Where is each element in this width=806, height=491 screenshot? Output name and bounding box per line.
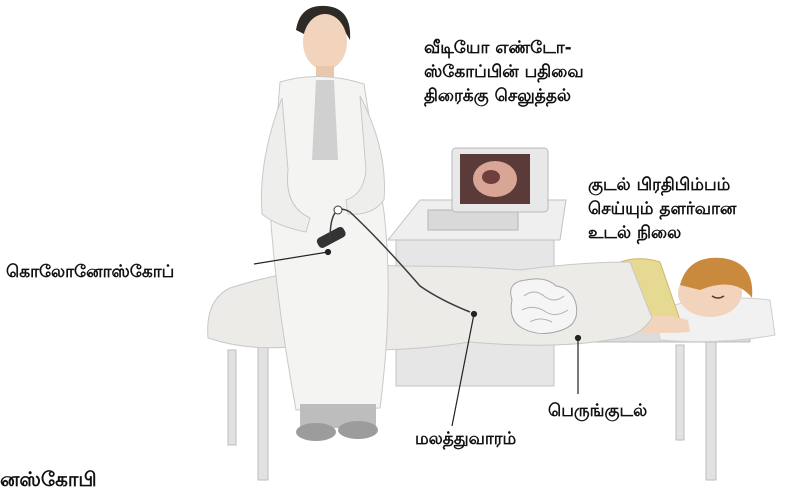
label-position-line: செய்யும் தளர்வான (588, 197, 736, 221)
leader-dot (326, 250, 331, 255)
label-monitor-line: ஸ்கோப்பின் பதிவை (424, 60, 584, 84)
label-patient-position: குடல் பிரதிபிம்பம் செய்யும் தளர்வான உடல்… (588, 173, 736, 245)
keyboard (428, 210, 518, 230)
page-title-partial: னஸ்கோபி (0, 467, 97, 491)
doctor-shoe (296, 423, 336, 441)
table-leg (228, 350, 236, 445)
label-position-line: உடல் நிலை (588, 221, 736, 245)
leader-dot (576, 336, 581, 341)
doctor-shirt (312, 80, 338, 160)
label-large-intestine: பெருங்குடல் (548, 399, 647, 423)
label-monitor-projection: வீடியோ எண்டோ- ஸ்கோப்பின் பதிவை திரைக்கு … (424, 36, 584, 108)
label-rectum: மலத்துவாரம் (415, 427, 516, 451)
colon-view-lumen (482, 170, 500, 184)
table-leg (676, 345, 684, 440)
doctor-shoe (338, 421, 378, 439)
leader-dot (472, 312, 477, 317)
table-leg (706, 342, 716, 480)
label-position-line: குடல் பிரதிபிம்பம் (588, 173, 736, 197)
label-monitor-line: திரைக்கு செலுத்தல் (424, 84, 584, 108)
label-monitor-line: வீடியோ எண்டோ- (424, 36, 584, 60)
table-leg (258, 342, 268, 480)
doctor (261, 6, 388, 441)
label-colonoscope: கொலோனோஸ்கோப் (6, 260, 174, 284)
doctor-face (303, 14, 347, 70)
patient-sheet (208, 262, 652, 350)
colonoscope-tip (334, 206, 342, 214)
